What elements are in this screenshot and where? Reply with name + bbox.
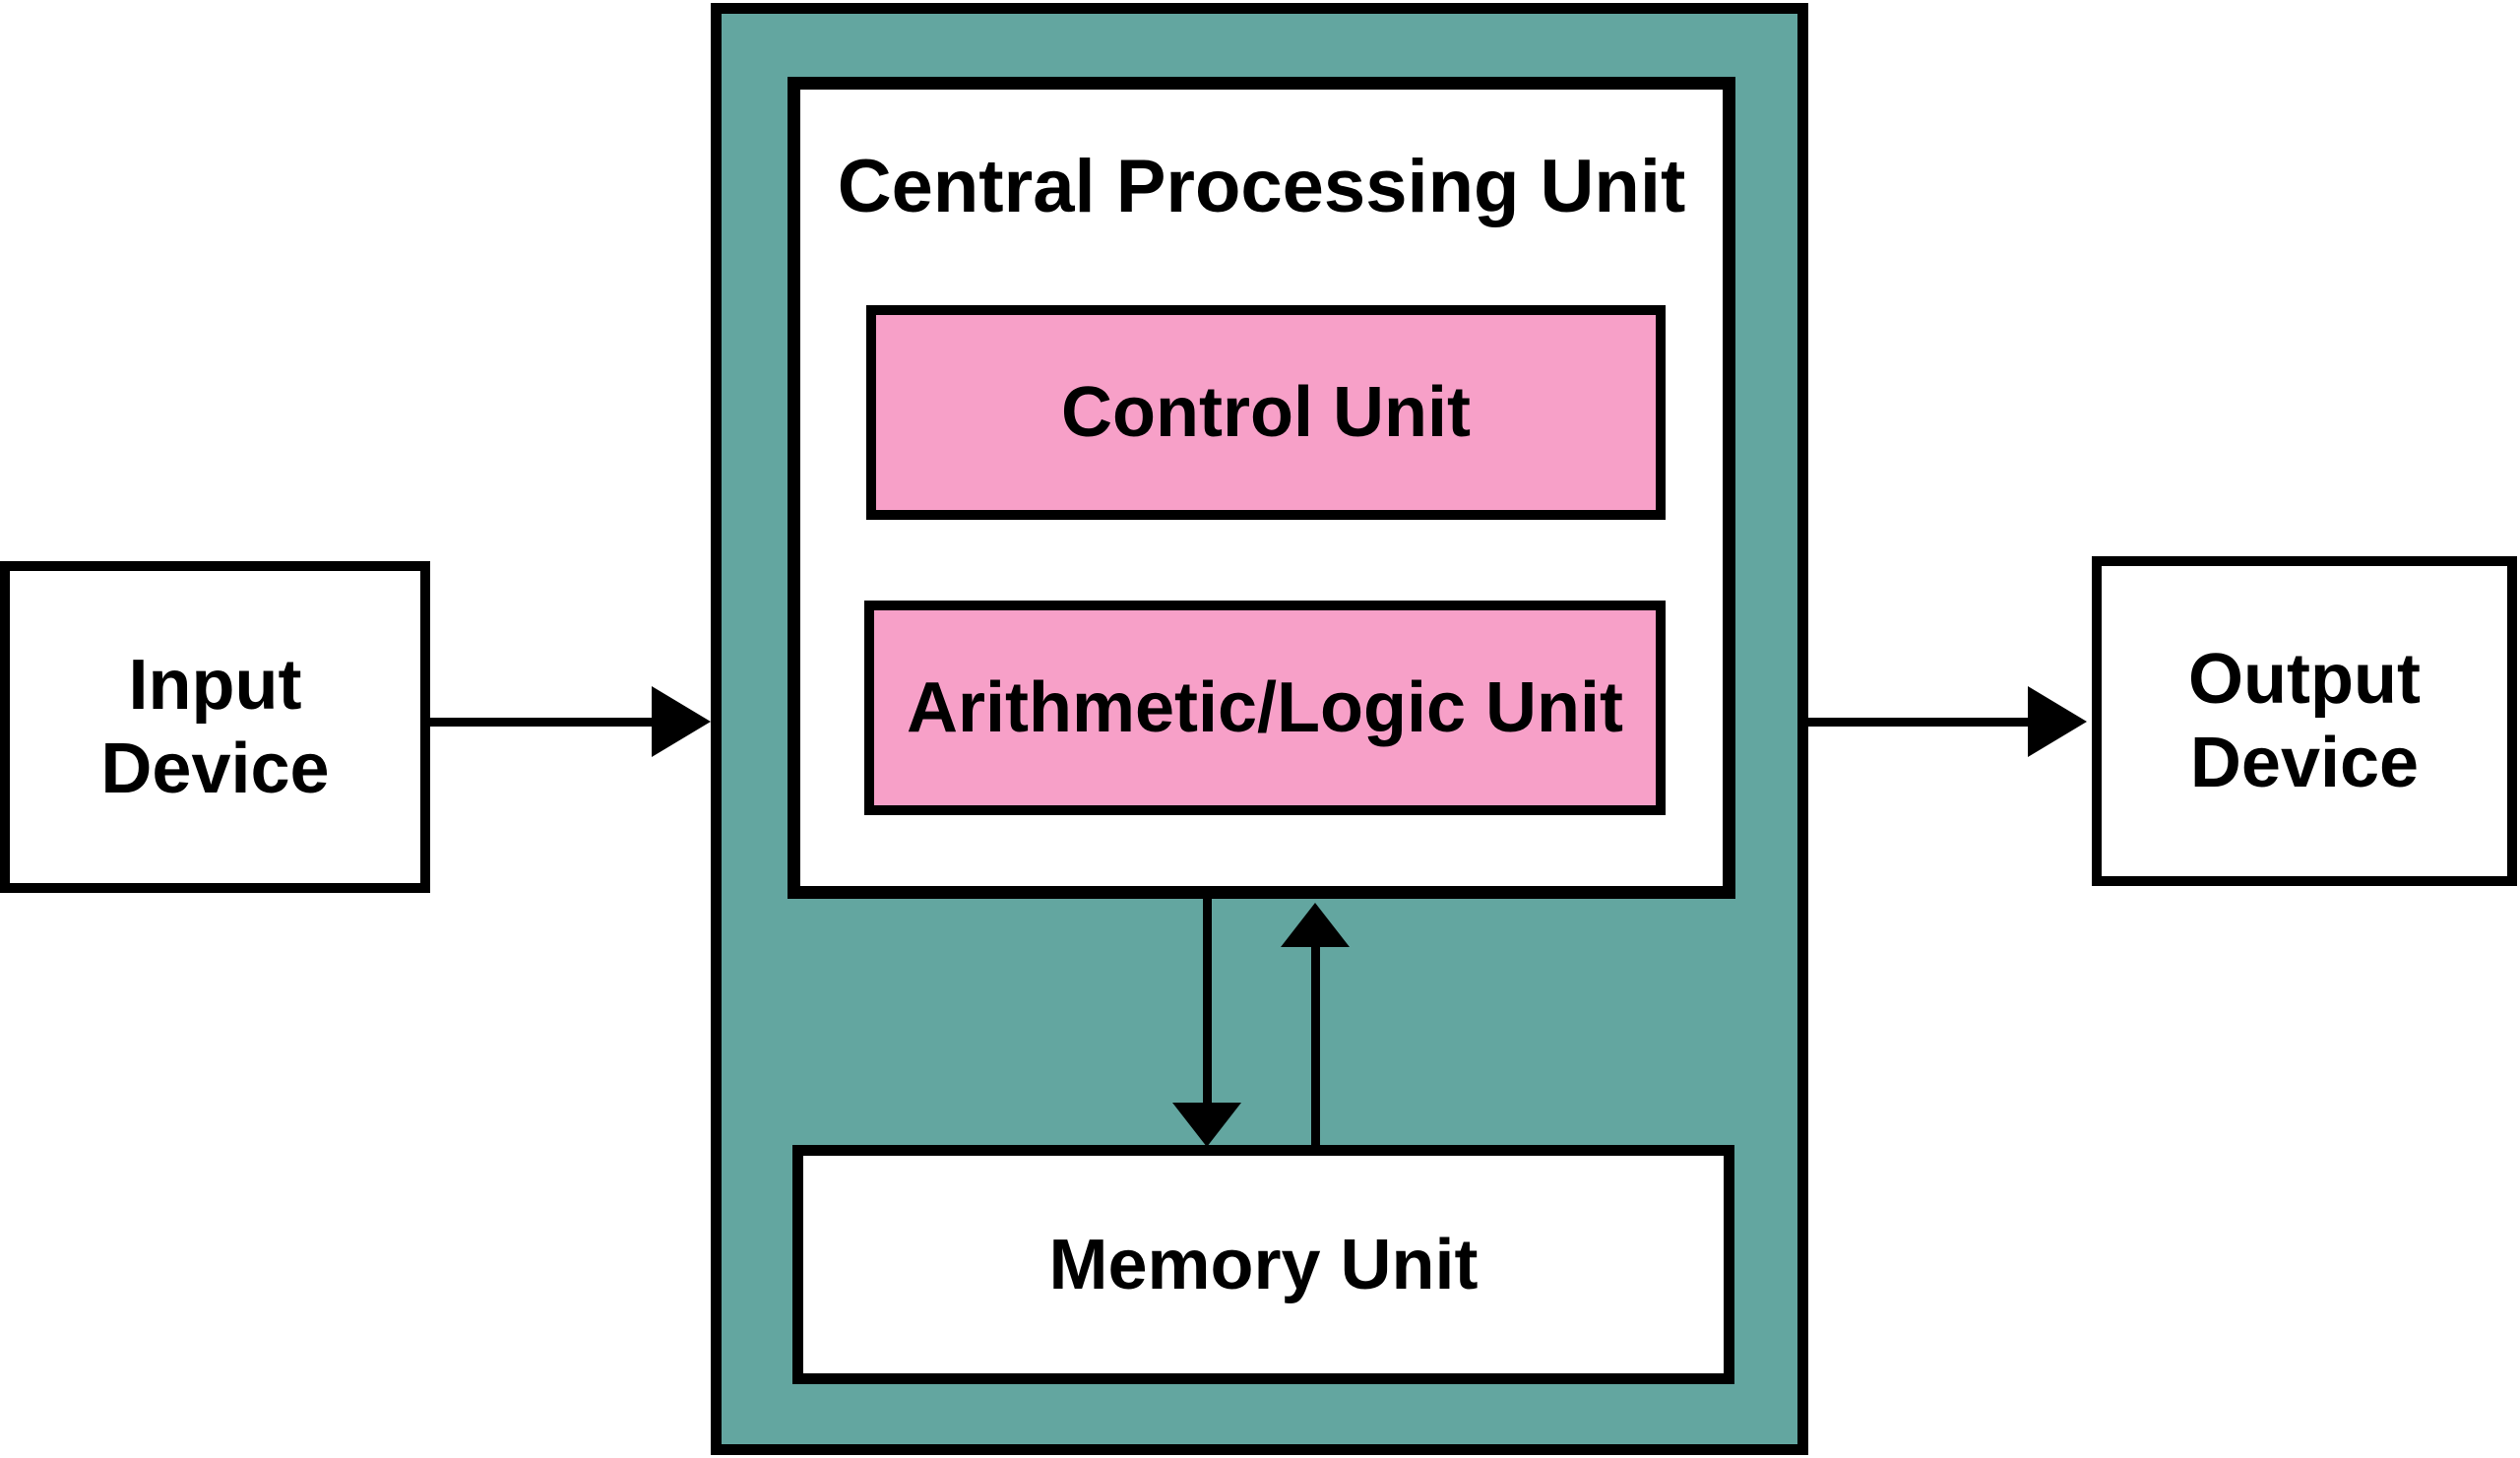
arrowhead-right-icon — [652, 686, 711, 757]
alu-label: Arithmetic/Logic Unit — [906, 668, 1623, 747]
arrowhead-down-icon — [1172, 1103, 1241, 1147]
memory-unit-label: Memory Unit — [1048, 1225, 1479, 1304]
output-device-box: Output Device — [2092, 556, 2517, 886]
arrow-shaft — [1311, 947, 1320, 1145]
arrowhead-right-icon — [2028, 686, 2087, 757]
arrowhead-up-icon — [1281, 903, 1350, 947]
alu-box: Arithmetic/Logic Unit — [864, 601, 1666, 815]
arrow-shaft — [1808, 718, 2034, 727]
control-unit-label: Control Unit — [1061, 373, 1471, 452]
cpu-title: Central Processing Unit — [837, 145, 1686, 228]
memory-unit-box: Memory Unit — [792, 1145, 1734, 1384]
input-device-label: Input Device — [100, 645, 330, 808]
arrow-shaft — [430, 718, 657, 727]
control-unit-box: Control Unit — [866, 305, 1666, 520]
input-device-box: Input Device — [0, 561, 430, 893]
arrow-shaft — [1203, 899, 1212, 1105]
output-device-label: Output Device — [2188, 639, 2421, 802]
